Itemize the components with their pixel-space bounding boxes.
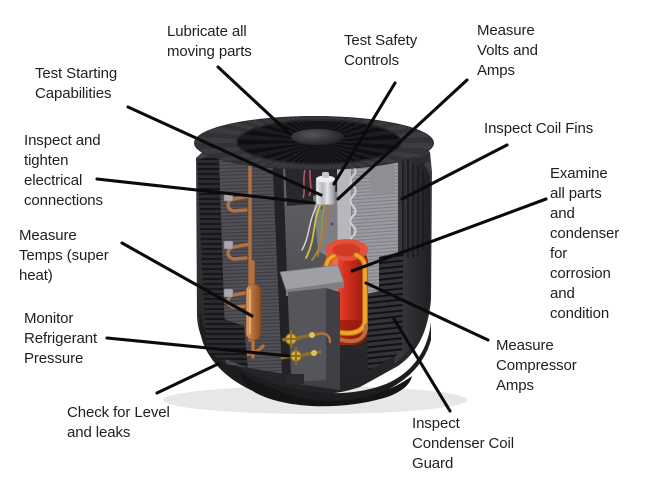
label-inspect-coil-fins: Inspect Coil Fins	[484, 120, 594, 137]
fan-mount-box	[370, 161, 394, 193]
label-refrigerant: Monitor Refrigerant Pressure	[24, 310, 98, 367]
compressor-tube-orange-top	[324, 253, 367, 335]
leader-examine	[350, 197, 548, 273]
label-check-level: Check for Level and leaks	[67, 404, 170, 441]
electrical-wiring	[301, 204, 329, 261]
leader-check-level	[155, 362, 220, 395]
leader-inspect-tighten	[95, 177, 316, 205]
label-inspect-tighten: Inspect and tighten electrical connectio…	[24, 132, 103, 209]
capacitor	[315, 172, 336, 206]
leader-compressor-amps	[364, 281, 490, 342]
corner-post	[272, 151, 292, 378]
coil-guard-lower	[366, 286, 403, 371]
label-test-starting: Test Starting Capabilities	[35, 65, 118, 102]
label-volts-amps: Measure Volts and Amps	[477, 22, 538, 79]
control-wires-red	[302, 168, 312, 199]
leader-volts-amps	[336, 78, 469, 201]
label-compressor-amps: Measure Compressor Amps	[496, 337, 577, 394]
label-lubricate: Lubricate all moving parts	[167, 23, 252, 60]
label-coil-guard: Inspect Condenser Coil Guard	[412, 415, 514, 472]
label-test-safety: Test Safety Controls	[344, 32, 418, 69]
label-examine: Examine all parts and condenser for corr…	[550, 165, 620, 322]
label-measure-temps: Measure Temps (super heat)	[19, 227, 109, 284]
unit-foot-edge	[240, 372, 412, 407]
leader-lubricate	[216, 65, 292, 136]
fan-hub	[291, 129, 344, 145]
leader-test-safety	[332, 81, 397, 186]
leader-coil-guard	[392, 317, 452, 413]
leader-inspect-coil-fins	[400, 143, 509, 201]
right-shell-grooves	[402, 157, 424, 258]
base-louver-panel	[204, 312, 248, 368]
leader-refrigerant	[105, 336, 291, 358]
coil-guard-upper	[379, 251, 403, 295]
leader-test-starting	[126, 105, 323, 197]
leader-measure-temps	[120, 241, 254, 318]
unit-base	[200, 310, 431, 405]
left-louver-panel	[197, 153, 226, 364]
